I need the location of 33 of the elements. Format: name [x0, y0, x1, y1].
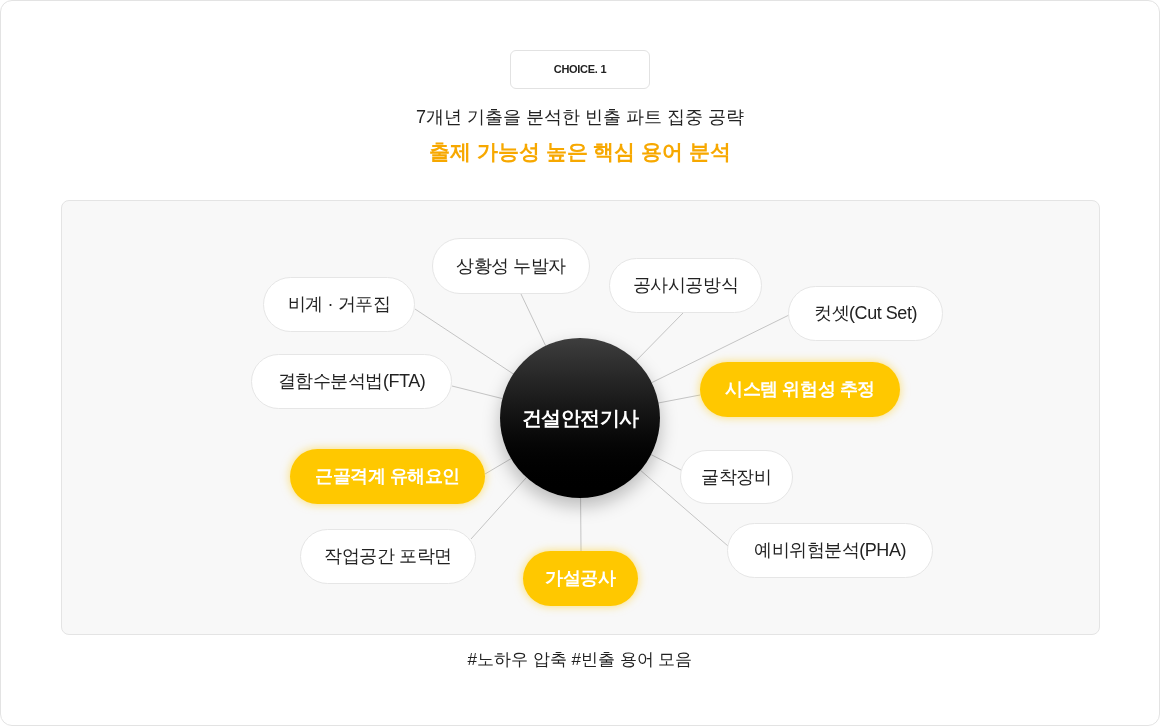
- keyword-label: 근골격계 유해요인: [315, 465, 460, 488]
- heading: 7개년 기출을 분석한 빈출 파트 집중 공략: [415, 106, 745, 129]
- keyword-pill: [432, 238, 590, 294]
- connector-line: [470, 476, 527, 540]
- keyword-pill: [290, 449, 485, 504]
- topic-label: 건설안전기사: [521, 405, 639, 431]
- connector-line: [650, 454, 682, 471]
- connector-line: [580, 497, 582, 552]
- connector-line: [640, 469, 729, 547]
- connector-line: [451, 385, 503, 400]
- keyword-label: 결함수분석법(FTA): [277, 370, 426, 393]
- keyword-label: 작업공간 포락면: [324, 545, 452, 568]
- keyword-label: 굴착장비: [701, 465, 772, 489]
- keyword-label: 컷셋(Cut Set): [813, 302, 918, 325]
- keyword-pill: [300, 529, 476, 584]
- keyword-pill: [700, 362, 900, 417]
- keyword-label: 상황성 누발자: [456, 254, 566, 278]
- keyword-label: 가설공사: [545, 567, 616, 590]
- tag-box: [510, 50, 650, 89]
- connector-line: [414, 308, 514, 375]
- connector-line: [635, 312, 684, 362]
- connector-line: [520, 293, 547, 347]
- connector-line: [658, 394, 701, 404]
- connector-line: [484, 458, 512, 475]
- subheading: 출제 가능성 높은 핵심 용어 분석: [427, 139, 733, 165]
- keyword-label: 공사시공방식: [632, 274, 739, 297]
- keyword-label: 예비위험분석(PHA): [753, 539, 907, 562]
- keyword-label: 비계 · 거푸집: [287, 293, 391, 316]
- footer-hashtags: #노하우 압축 #빈출 용어 모음: [466, 649, 694, 671]
- keyword-pill: [680, 450, 793, 504]
- keyword-label: CHOICE. 1: [553, 62, 607, 77]
- keyword-label: 시스템 위험성 추정: [725, 378, 875, 401]
- connector-line: [651, 314, 790, 384]
